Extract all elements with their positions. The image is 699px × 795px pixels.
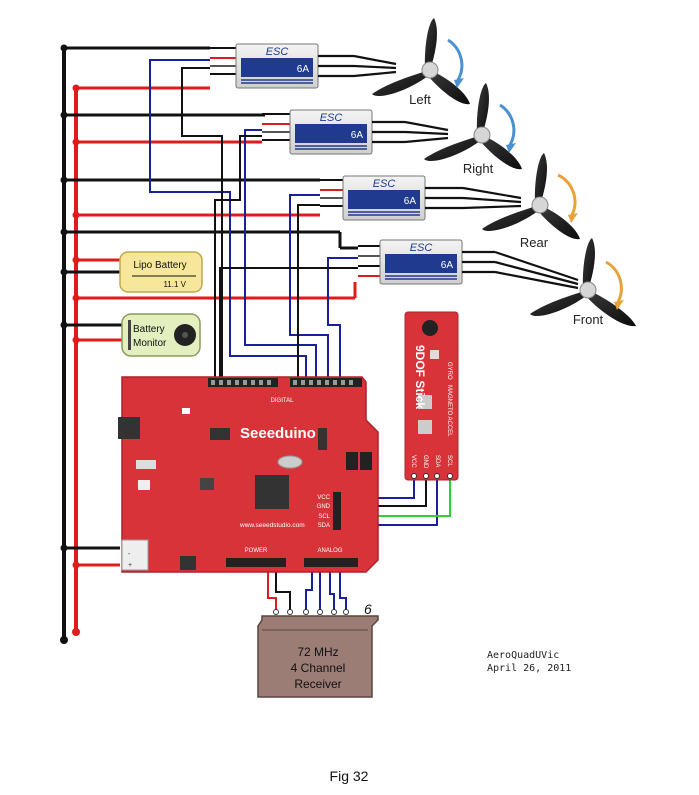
imu-pin-gnd: GND [422, 455, 428, 469]
monitor-line2: Monitor [133, 338, 167, 349]
receiver-box: 72 MHz 4 Channel Receiver 6 [257, 601, 379, 698]
board-pin-sda: SDA [318, 523, 330, 529]
propeller-left: Left [372, 18, 470, 107]
svg-text:+: + [128, 562, 132, 569]
esc-title: ESC [320, 112, 343, 124]
receiver-mark: 6 [364, 601, 372, 617]
board-name: Seeeduino [240, 425, 316, 442]
receiver-wires [267, 566, 349, 615]
lipo-battery: Lipo Battery 11.1 V [119, 251, 203, 293]
esc-rating: 6A [351, 130, 364, 141]
imu-pin-scl: SCL [446, 455, 452, 467]
esc-rating: 6A [297, 64, 310, 75]
esc-rating: 6A [441, 260, 454, 271]
imu-name: 9DOF Stick [413, 345, 427, 409]
esc-signal-wires [149, 59, 358, 378]
battery-name: Lipo Battery [133, 260, 186, 271]
battery-voltage: 11.1 V [163, 280, 186, 289]
propeller-right: Right [424, 83, 522, 176]
power-label: POWER [245, 548, 268, 554]
digital-label: DIGITAL [271, 398, 295, 404]
board-pin-vcc: VCC [317, 495, 330, 501]
imu-pin-vcc: VCC [410, 455, 416, 468]
battery-monitor: Battery Monitor [121, 313, 201, 357]
monitor-line1: Battery [133, 324, 165, 335]
imu-pin-sda: SDA [434, 455, 440, 467]
esc-left: ESC 6A [210, 43, 397, 89]
figure-caption: Fig 32 [330, 768, 369, 784]
power-bus [60, 44, 358, 644]
motor-label-left: Left [409, 92, 431, 107]
propeller-front: Front [530, 238, 636, 327]
board-pin-scl: SCL [318, 514, 330, 520]
board-url: www.seeedstudio.com [239, 522, 305, 529]
imu-gyro: GYRO [446, 362, 452, 380]
motor-label-rear: Rear [520, 235, 549, 250]
propeller-rear: Rear [482, 153, 580, 250]
credit-line1: AeroQuadUVic [487, 650, 559, 661]
svg-text:-: - [128, 551, 131, 558]
receiver-line3: Receiver [294, 677, 341, 691]
imu-magneto: MAGNETO ACCEL [446, 385, 452, 437]
board-pin-gnd: GND [317, 504, 331, 510]
esc-front: ESC 6A [358, 239, 579, 290]
esc-rear: ESC 6A [320, 175, 522, 221]
esc-title: ESC [410, 242, 433, 254]
esc-title: ESC [373, 178, 396, 190]
analog-label: ANALOG [317, 548, 342, 554]
motor-label-right: Right [463, 161, 494, 176]
esc-title: ESC [266, 46, 289, 58]
esc-rating: 6A [404, 196, 417, 207]
receiver-line2: 4 Channel [291, 661, 346, 675]
seeeduino-board: DIGITAL - + Seeeduino www.seeedstudio.co… [118, 376, 379, 573]
imu-9dof-stick: 9DOF Stick GYRO MAGNETO ACCEL VCC GND SD… [404, 311, 459, 481]
credit-line2: April 26, 2011 [487, 663, 571, 674]
esc-right: ESC 6A [262, 109, 449, 155]
receiver-line1: 72 MHz [297, 645, 338, 659]
motor-label-front: Front [573, 312, 604, 327]
